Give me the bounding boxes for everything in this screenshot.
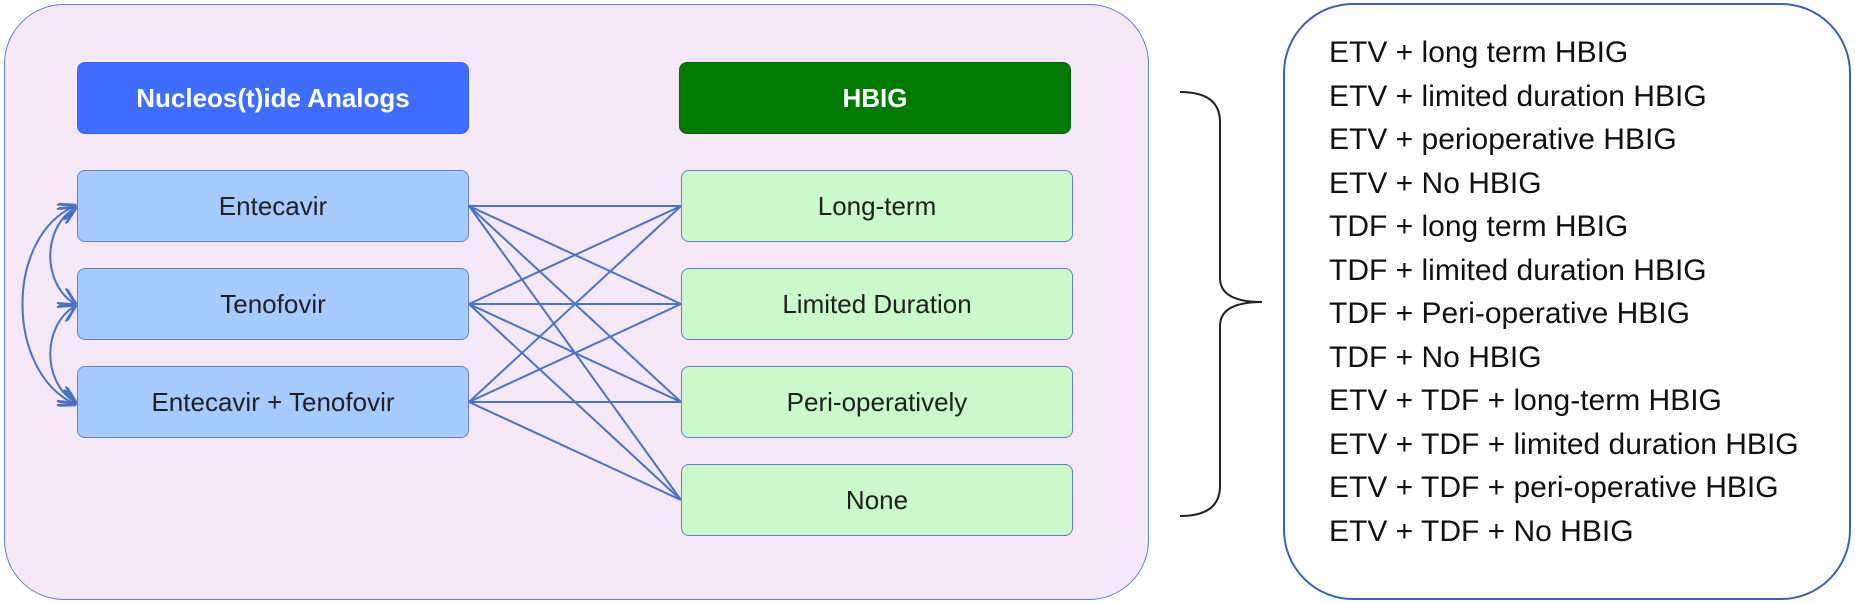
connector-line [468,205,682,305]
combination-item: ETV + TDF + limited duration HBIG [1329,427,1799,461]
combination-item: ETV + TDF + long-term HBIG [1329,384,1722,417]
grouping-brace [1179,91,1263,517]
combination-item: ETV + limited duration HBIG [1329,79,1707,113]
bidirectional-arrow-entecavir-combination [21,206,76,404]
combination-item: TDF + limited duration HBIG [1329,253,1707,287]
hbig-node-peri-operative: Peri-operatively [681,366,1073,438]
connector-line [468,401,682,501]
regimen-connector-lines [468,205,682,501]
combination-item: ETV + No HBIG [1329,166,1542,200]
analog-node-tenofovir: Tenofovir [77,268,469,340]
bidirectional-arrow-tenofovir-combination [49,306,75,402]
analog-node-entecavir: Entecavir [77,170,469,242]
combination-item: TDF + long term HBIG [1329,210,1629,243]
hbig-node-long-term: Long-term [681,170,1073,242]
combination-item: TDF + No HBIG [1329,340,1542,374]
combination-item: ETV + TDF + peri-operative HBIG [1329,471,1779,504]
combination-item: TDF + Peri-operative HBIG [1329,297,1690,330]
combination-item: ETV + TDF + No HBIG [1329,514,1634,548]
combination-list: ETV + long term HBIG ETV + limited durati… [1329,31,1799,553]
connector-line [468,205,682,403]
analogs-header: Nucleos(t)ide Analogs [77,62,469,134]
bidirectional-arrow-entecavir-tenofovir [49,208,75,304]
combination-item: ETV + perioperative HBIG [1329,123,1677,156]
hbig-header: HBIG [679,62,1071,134]
combinations-panel: ETV + long term HBIG ETV + limited durati… [1283,3,1851,600]
connector-line [468,303,682,403]
hbig-node-limited-duration: Limited Duration [681,268,1073,340]
hbig-node-none: None [681,464,1073,536]
combination-item: ETV + long term HBIG [1329,36,1629,69]
